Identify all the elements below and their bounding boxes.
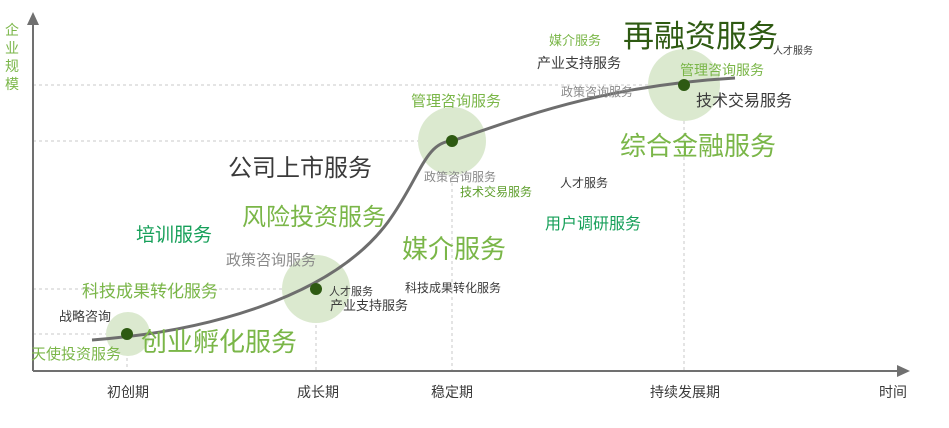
service-incubation: 创业孵化服务: [141, 328, 297, 358]
service-policy-consulting-2: 政策咨询服务: [424, 169, 496, 184]
stage-dots: [121, 79, 690, 340]
service-media-2: 媒介服务: [549, 33, 601, 49]
stage2-services: 政策咨询服务 风险投资服务 人才服务 产业支持服务 科技成果转化服务: [226, 203, 501, 314]
service-industry-support-2: 产业支持服务: [537, 56, 621, 72]
stage-label-growth: 成长期: [297, 385, 339, 401]
stage-label-stable: 稳定期: [431, 385, 473, 401]
stage-label-startup: 初创期: [107, 384, 149, 401]
y-axis-char-1: 企: [5, 22, 19, 39]
stage1-services: 创业孵化服务 天使投资服务 战略咨询 科技成果转化服务 培训服务: [31, 224, 297, 363]
service-policy-consulting: 政策咨询服务: [226, 251, 316, 269]
service-tech-trading: 技术交易服务: [460, 184, 532, 199]
service-venture-capital: 风险投资服务: [242, 203, 386, 231]
x-axis-label: 时间: [879, 385, 907, 401]
service-talent-2: 人才服务: [560, 175, 608, 190]
stage3-services: 公司上市服务 管理咨询服务 政策咨询服务 技术交易服务 媒介服务 人才服务 用户…: [228, 92, 641, 265]
dot-mature: [678, 79, 690, 91]
service-training: 培训服务: [136, 224, 212, 246]
service-management-consulting-2: 管理咨询服务: [680, 63, 764, 79]
y-axis-arrow: [27, 12, 39, 25]
service-user-research: 用户调研服务: [545, 214, 641, 233]
service-tech-trading-2: 技术交易服务: [696, 91, 792, 110]
y-axis-char-3: 规: [5, 59, 19, 75]
stage-label-mature: 持续发展期: [650, 384, 720, 401]
service-integrated-finance: 综合金融服务: [620, 132, 776, 162]
service-refinancing: 再融资服务: [623, 19, 778, 55]
growth-curve: [91, 76, 736, 342]
service-talent-3: 人才服务: [773, 44, 813, 57]
dot-growth: [310, 283, 322, 295]
service-strategy-consulting: 战略咨询: [59, 309, 111, 325]
service-media: 媒介服务: [402, 235, 506, 265]
y-axis-char-2: 业: [5, 41, 19, 57]
service-policy-consulting-3: 政策咨询服务: [561, 84, 633, 99]
x-axis-arrow: [897, 365, 910, 377]
service-industry-support: 产业支持服务: [330, 298, 408, 314]
service-management-consulting: 管理咨询服务: [411, 92, 501, 110]
dot-stable: [446, 135, 458, 147]
y-axis-label: 企 业 规 模: [5, 22, 19, 93]
service-angel-investment: 天使投资服务: [31, 345, 121, 363]
service-tech-transfer: 科技成果转化服务: [82, 282, 218, 302]
stage4-services: 媒介服务 产业支持服务 再融资服务 人才服务 管理咨询服务 政策咨询服务 技术交…: [537, 19, 813, 162]
service-talent: 人才服务: [329, 284, 373, 298]
service-ipo: 公司上市服务: [228, 154, 372, 182]
dot-startup: [121, 328, 133, 340]
axes: [32, 22, 901, 372]
x-axis-stage-labels: 初创期 成长期 稳定期 持续发展期: [107, 384, 720, 401]
y-axis-char-4: 模: [5, 77, 19, 93]
service-tech-transfer-2: 科技成果转化服务: [405, 280, 501, 295]
